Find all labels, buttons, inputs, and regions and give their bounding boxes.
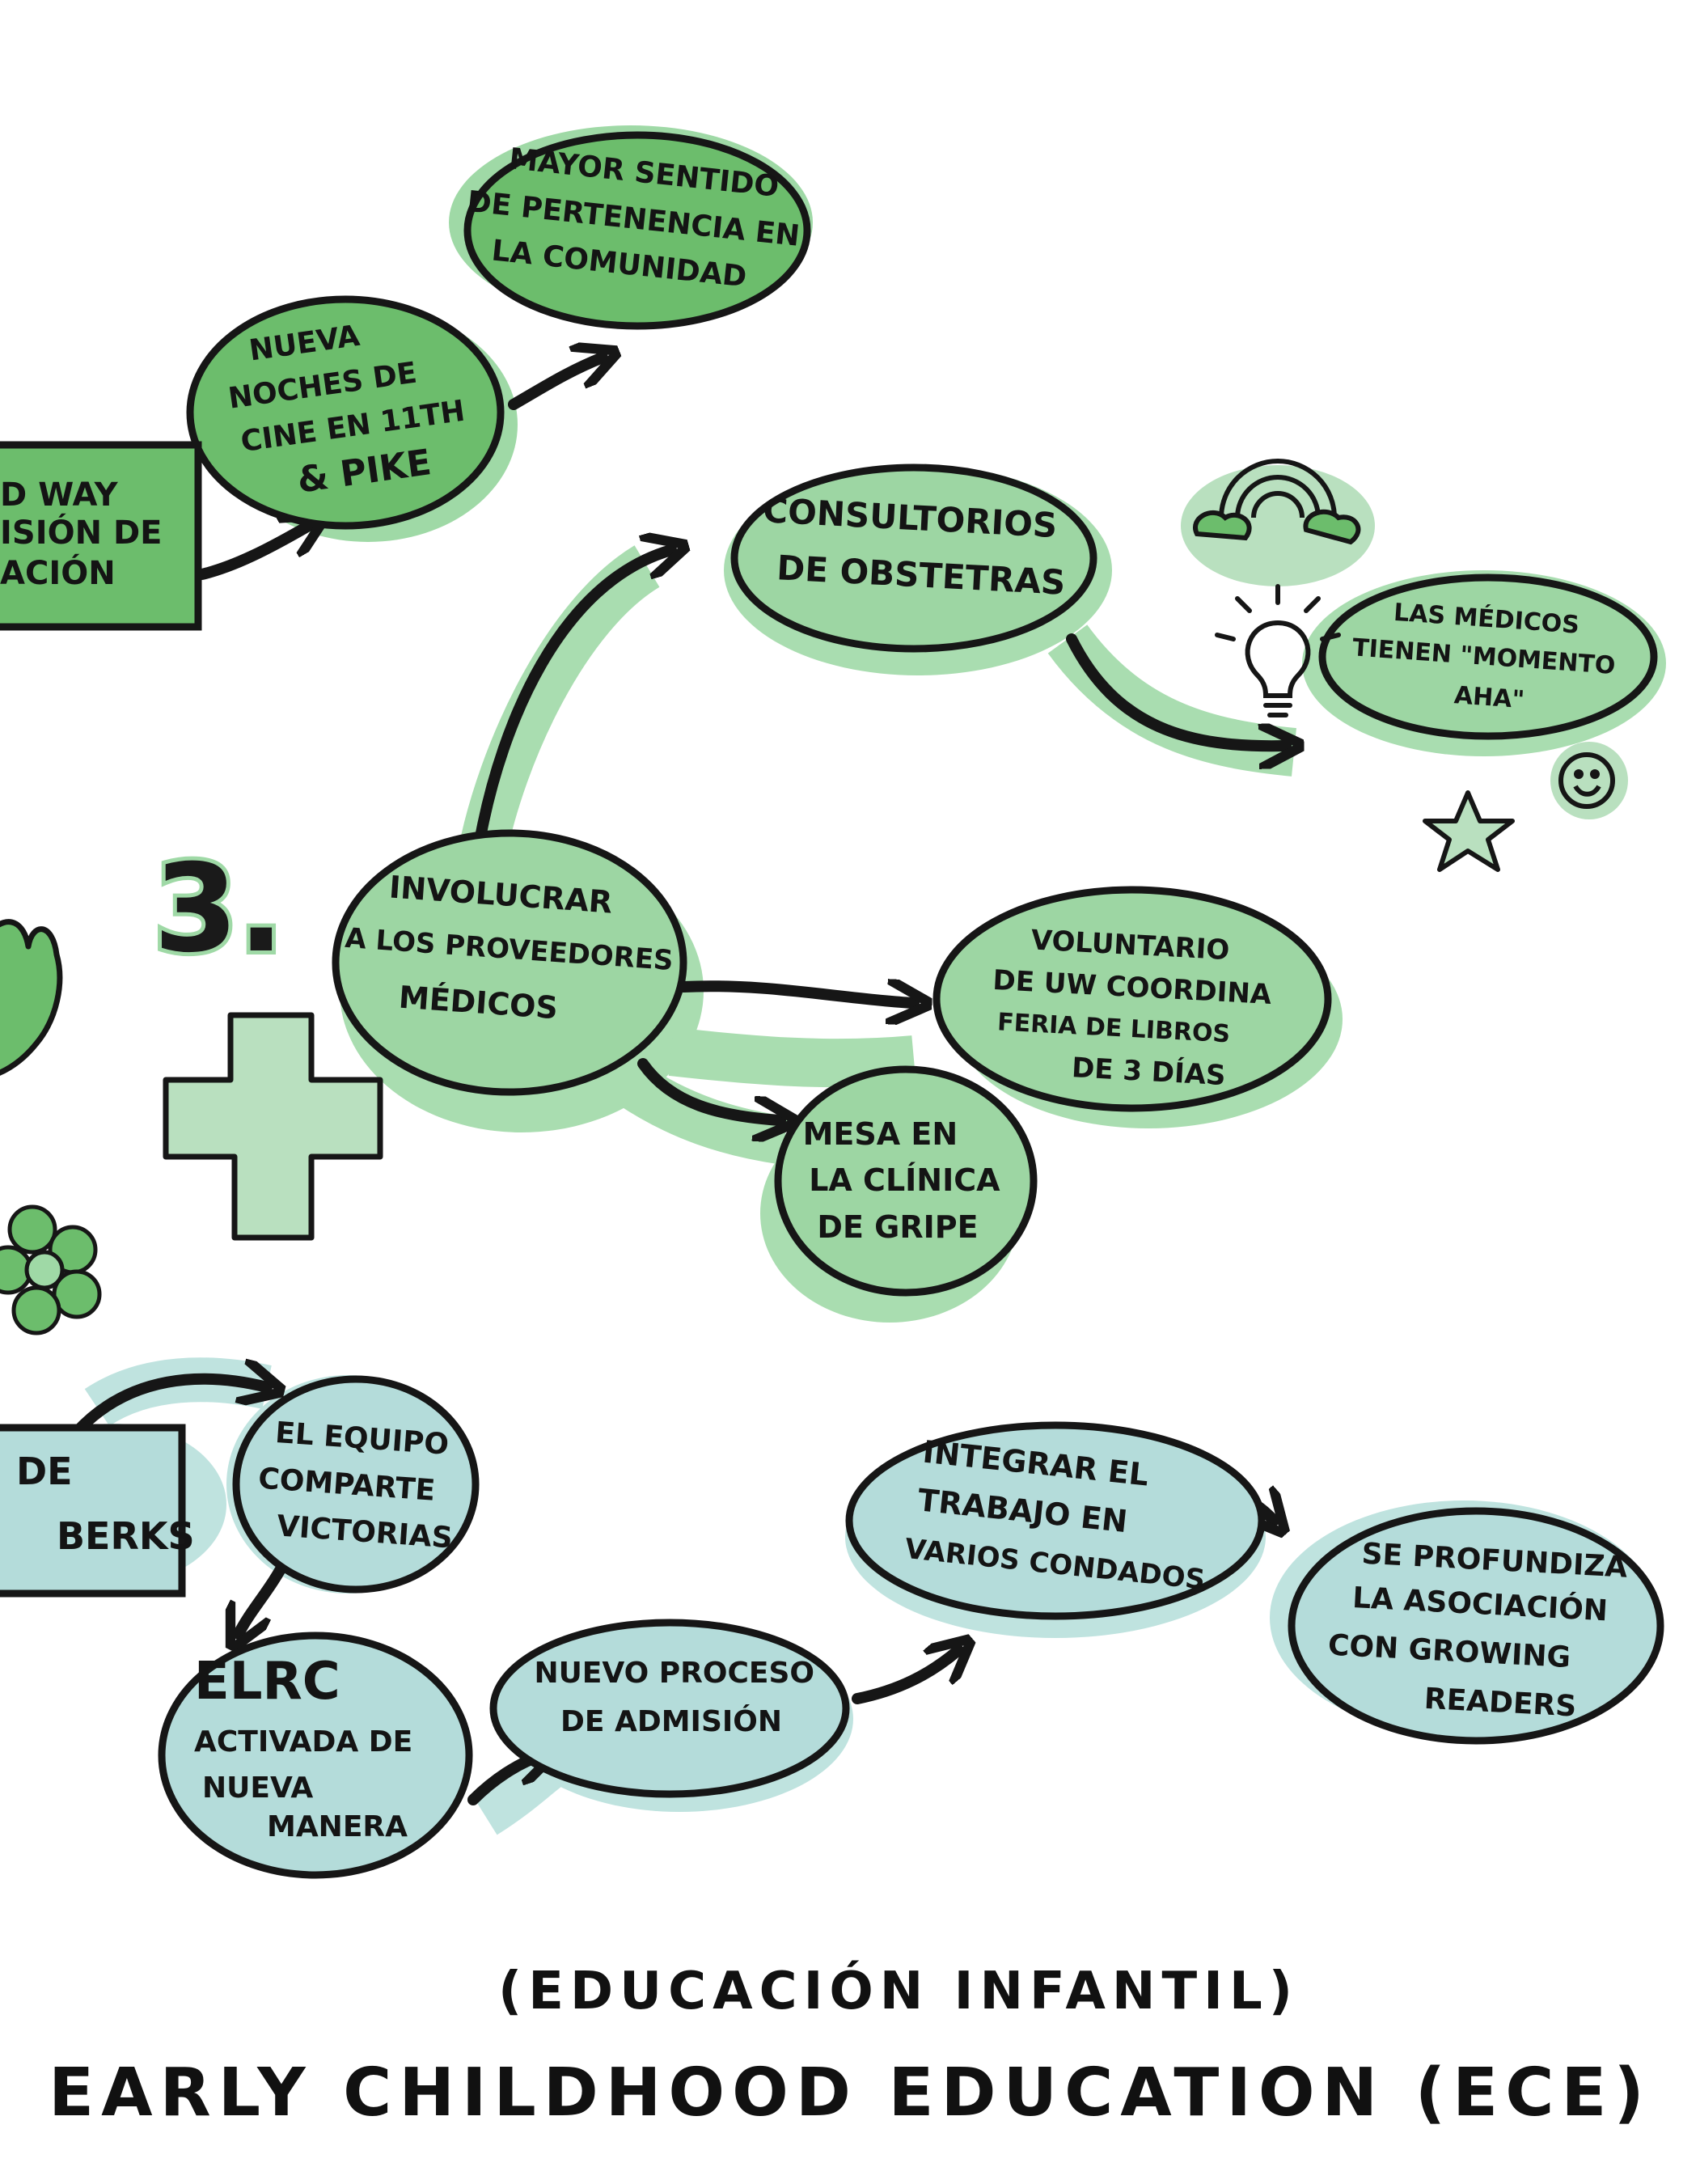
mesa-clinica-line-1: MESA EN xyxy=(803,1116,958,1152)
rainbow-icon xyxy=(1181,459,1375,586)
nuevo-proceso-line-2: DE ADMISIÓN xyxy=(560,1704,782,1738)
node-nuevo-proceso xyxy=(489,1619,850,1798)
arrow-involucrar-to-mesa xyxy=(637,1058,780,1120)
united-way-line-3: ACIÓN xyxy=(0,553,116,592)
svg-text:EL EQUIPO COMPARTE: EL EQUIPO COMPARTE VICTORIAS xyxy=(254,1416,460,1555)
berks-line-1: DE xyxy=(16,1450,73,1493)
arrow-involucrar-to-consultorios xyxy=(476,550,671,839)
node-mayor-sentido xyxy=(463,131,811,330)
arrow-consultorios-to-aha xyxy=(1066,633,1286,746)
hand-icon xyxy=(0,919,63,1076)
node-asociacion xyxy=(1288,1507,1664,1745)
arrow-cine-to-sentido xyxy=(508,358,603,410)
step-number: 3. xyxy=(154,839,284,980)
elrc-line-3: NUEVA xyxy=(202,1771,313,1805)
svg-text:MESA EN LA CLÍNICA: MESA EN LA CLÍNICA DE GRIPE xyxy=(803,1116,1011,1245)
berks-line-2: BERKS xyxy=(57,1514,195,1558)
flower-icon xyxy=(0,1204,102,1335)
elrc-line-4: MANERA xyxy=(267,1810,408,1843)
svg-text:D WAY ISIÓN DE ACI: D WAY ISIÓN DE ACIÓN xyxy=(0,476,173,592)
elrc-line-1: ELRC xyxy=(194,1652,340,1712)
node-noches-cine xyxy=(186,295,505,530)
node-united-way-box xyxy=(0,441,202,631)
mesa-clinica-line-3: DE GRIPE xyxy=(817,1209,978,1245)
caption-subtitle: (EDUCACIÓN INFANTIL) xyxy=(498,1962,1299,2021)
star-icon xyxy=(1423,790,1515,872)
asociacion-line-4: READERS xyxy=(1423,1682,1577,1724)
node-consultorios xyxy=(730,463,1097,653)
svg-text:NUEVO PROCESO DE ADMISIÓ: NUEVO PROCESO DE ADMISIÓN xyxy=(534,1657,824,1738)
arrow-berks-to-equipo xyxy=(71,1379,267,1437)
node-berks-box xyxy=(0,1424,186,1598)
arrow-united-way-to-cine xyxy=(197,524,311,580)
mesa-clinica-line-2: LA CLÍNICA xyxy=(809,1162,1000,1198)
caption-title: EARLY CHILDHOOD EDUCATION (ECE) xyxy=(49,2055,1651,2131)
lightbulb-icon xyxy=(1215,584,1341,717)
arrow-involucrar-to-voluntario xyxy=(678,986,914,1003)
united-way-line-1: D WAY xyxy=(0,476,119,514)
node-voluntario xyxy=(932,886,1332,1112)
nuevo-proceso-line-1: NUEVO PROCESO xyxy=(534,1657,814,1690)
medical-cross-icon xyxy=(163,1012,383,1241)
node-involucrar xyxy=(332,829,687,1096)
elrc-line-2: ACTIVADA DE xyxy=(194,1725,412,1759)
svg-text:ELRC ACTIVADA DE N: ELRC ACTIVADA DE NUEVA MANERA xyxy=(194,1652,423,1843)
node-equipo xyxy=(232,1375,480,1594)
node-elrc xyxy=(158,1632,473,1879)
voluntario-line-4: DE 3 DÍAS xyxy=(1071,1051,1226,1092)
node-mesa-clinica xyxy=(774,1065,1038,1297)
medicos-aha-line-3: AHA" xyxy=(1453,681,1525,714)
node-medicos-aha xyxy=(1318,574,1658,740)
united-way-line-2: ISIÓN DE xyxy=(0,513,163,552)
svg-text:DE BERKS: DE BERKS xyxy=(16,1450,195,1558)
node-integrar xyxy=(845,1421,1266,1620)
arrow-proceso-to-integrar xyxy=(852,1650,958,1704)
smiley-icon xyxy=(1550,742,1628,819)
